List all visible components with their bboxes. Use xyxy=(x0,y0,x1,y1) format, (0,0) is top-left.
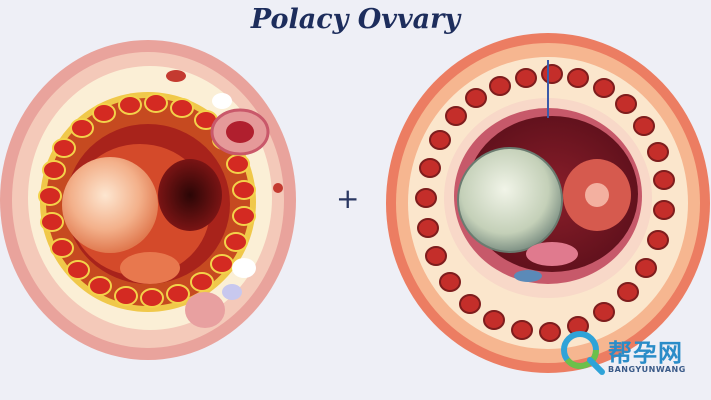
watermark-brand: 帮孕网 xyxy=(608,339,683,367)
watermark-subtitle: BANGYUNWANG xyxy=(608,365,686,374)
left-ovary-diagram xyxy=(0,40,296,360)
right-ovary-diagram xyxy=(386,33,710,373)
watermark-logo-icon xyxy=(561,331,605,375)
page-title: Polacy Ovvary xyxy=(250,4,461,35)
plus-sign: + xyxy=(336,182,360,215)
